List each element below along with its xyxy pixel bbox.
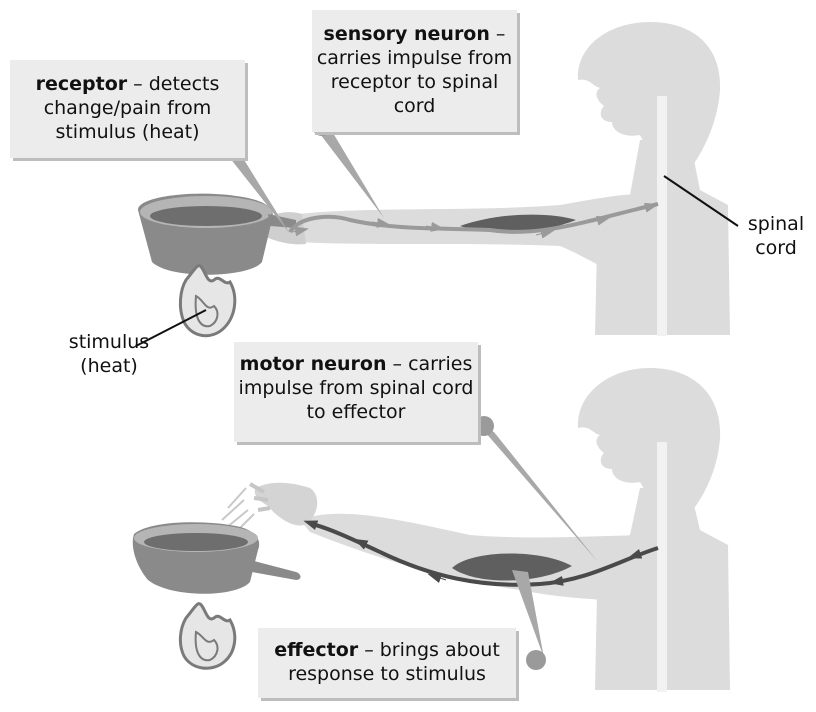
receptor-term: receptor — [36, 73, 128, 95]
receptor-label: receptor – detects change/pain from stim… — [10, 60, 245, 158]
top-spinal-cord — [657, 96, 667, 336]
spinal-cord-label-line1: spinal — [736, 212, 816, 236]
effector-term: effector — [274, 639, 358, 661]
bottom-spinal-cord — [657, 442, 667, 692]
stimulus-label: stimulus (heat) — [44, 330, 174, 378]
motor-neuron-label: motor neuron – carries impulse from spin… — [234, 342, 478, 442]
flame-icon — [180, 266, 234, 336]
stimulus-label-line1: stimulus — [44, 330, 174, 354]
motor-neuron-term: motor neuron — [240, 353, 387, 375]
sensory-neuron-term: sensory neuron — [324, 23, 490, 45]
spinal-cord-label-line2: cord — [736, 236, 816, 260]
flame-icon — [180, 604, 234, 669]
frying-pan-icon — [133, 522, 301, 594]
stimulus-label-line2: (heat) — [44, 354, 174, 378]
sensory-neuron-label: sensory neuron – carries impulse from re… — [312, 10, 517, 132]
effector-label: effector – brings about response to stim… — [258, 628, 516, 698]
spinal-cord-label: spinal cord — [736, 212, 816, 260]
